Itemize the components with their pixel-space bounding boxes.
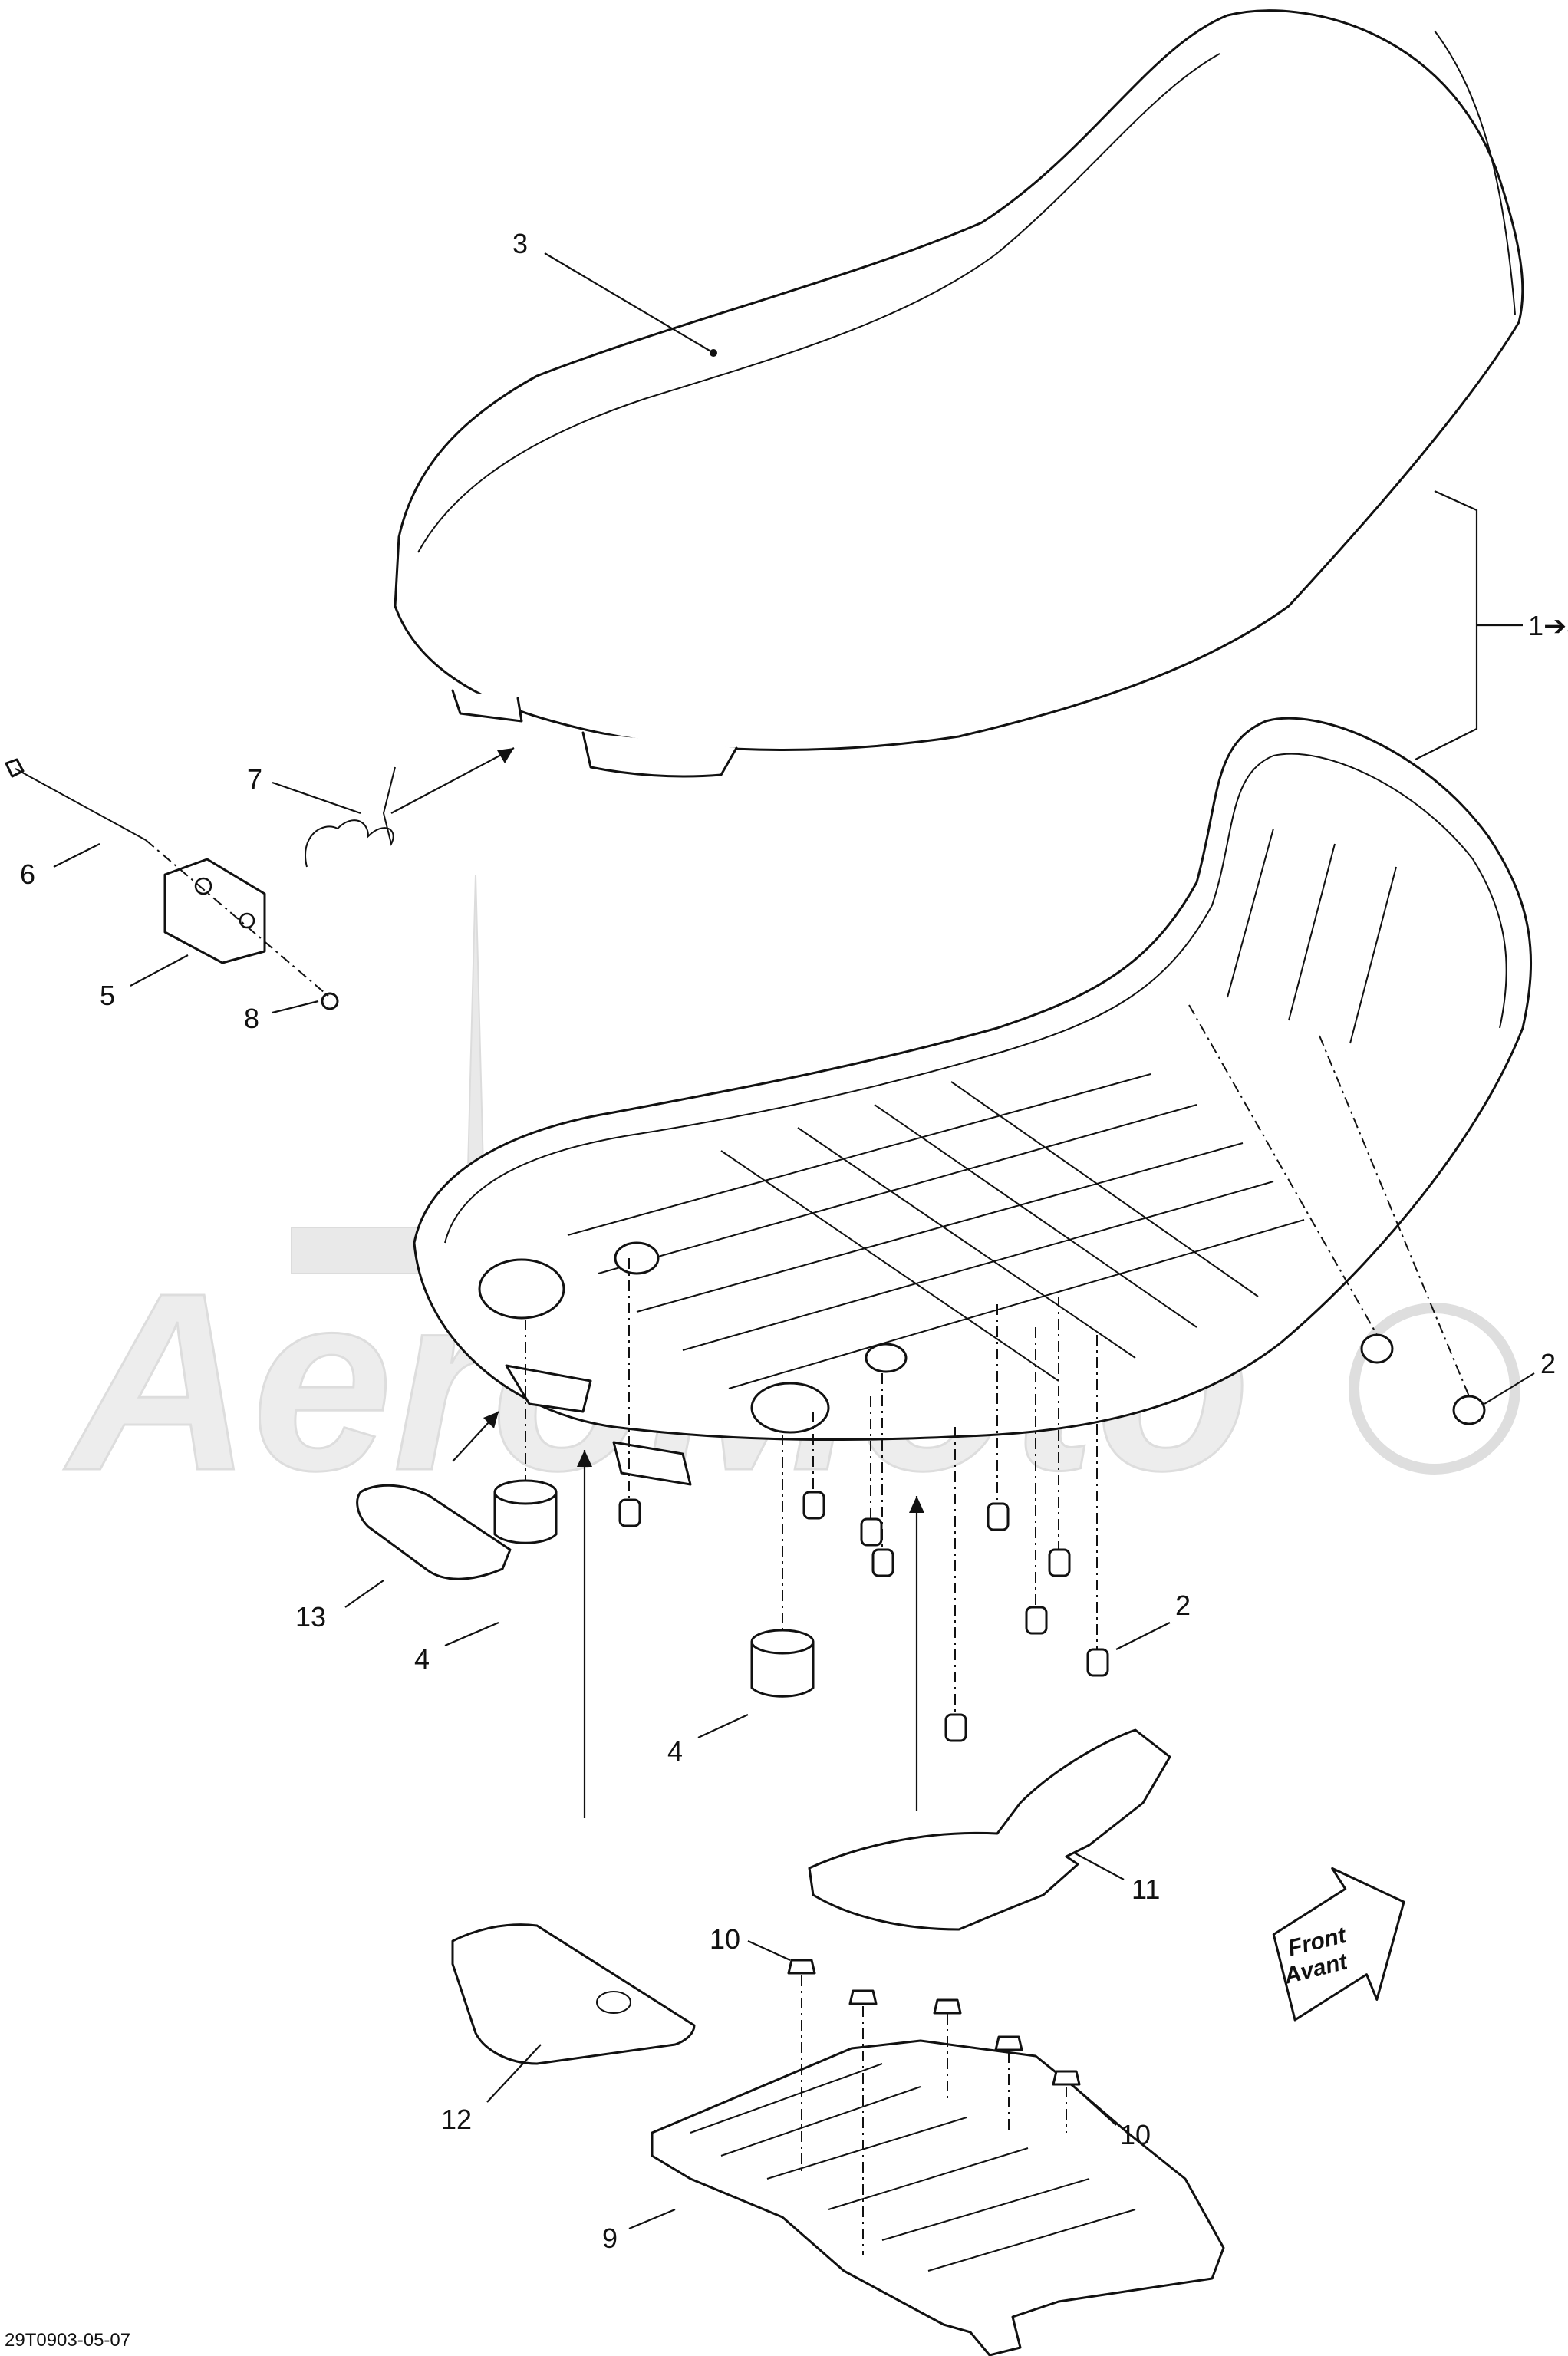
bumper [1048,1548,1071,1577]
callout-3: 3 [512,228,528,259]
callouts: 3 1➔3 7 6 5 8 2 2 13 4 4 11 10 10 12 9 [20,228,1568,2254]
callout-2-lower: 2 [1175,1590,1191,1621]
bolts-10 [787,1959,1081,2255]
bumper [1086,1648,1109,1677]
skid-plate [651,2039,1225,2356]
bumper [944,1713,967,1742]
hinge-assembly [5,747,515,1010]
callout-7: 7 [247,763,262,795]
bumper [987,1502,1010,1531]
callout-12: 12 [441,2104,472,2135]
bumpers [618,1004,1486,1742]
callout-11: 11 [1132,1873,1160,1905]
bumper [1025,1606,1048,1635]
protector-11 [808,1728,1171,1931]
callout-10-left: 10 [710,1923,740,1955]
callout-6: 6 [20,858,35,890]
bumper [860,1517,883,1547]
bumper [871,1548,894,1577]
callout-13: 13 [295,1601,326,1633]
callout-2-upper: 2 [1540,1348,1556,1379]
callout-4-left: 4 [414,1643,430,1675]
callout-9: 9 [602,2223,618,2254]
watermark-wheel-icon [1349,1303,1520,1475]
seat-base-ribs [567,828,1397,1389]
callout-1-to-3: 1➔3 [1528,610,1568,641]
callout-leaders [53,252,1535,2230]
torsion-spring [305,766,396,868]
bumper [618,1498,641,1527]
bumper [802,1491,825,1520]
bumper [1452,1395,1486,1425]
hinge-bracket [163,858,266,964]
plate-12 [451,1923,696,2065]
bushings [493,1320,815,1698]
trim-piece-13 [356,1484,512,1580]
reference-code: 29T0903-05-07 [5,2330,130,2351]
callout-10-right: 10 [1120,2119,1151,2150]
seat-base [413,717,1533,1486]
bolt [15,768,147,841]
bolt-head [5,758,25,778]
front-direction-arrow: Front Avant [1272,1867,1405,2022]
callout-8: 8 [244,1003,259,1034]
bumper [1360,1333,1394,1364]
callout-4-right: 4 [667,1735,683,1767]
callout-5: 5 [100,980,115,1011]
washer [321,992,339,1010]
seat-cushion [394,9,1524,778]
